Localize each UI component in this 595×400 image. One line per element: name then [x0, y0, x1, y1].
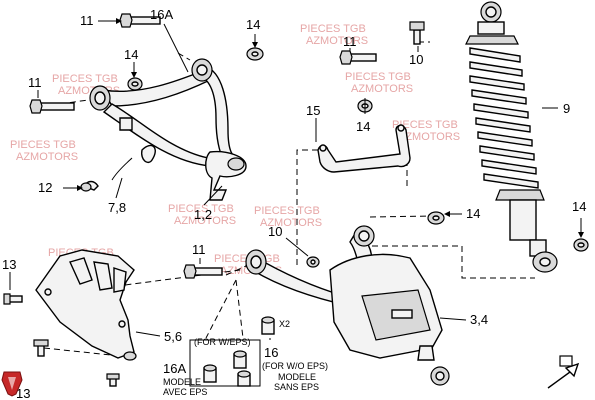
- callout-5-6: 5,6: [164, 329, 182, 344]
- callout-10-top: 10: [409, 52, 423, 67]
- watermarks: PIECES TGB AZMOTORS PIECES TGB AZMOTORS …: [10, 23, 460, 277]
- front-direction-icon: [547, 355, 580, 389]
- callout-7-8: 7,8: [108, 200, 126, 215]
- callout-14-right: 14: [466, 206, 480, 221]
- bolts: [3, 13, 425, 387]
- lower-a-arm: [245, 225, 450, 386]
- note-for-without-eps: (FOR W/O EPS): [262, 361, 328, 371]
- callout-3-4: 3,4: [470, 312, 488, 327]
- watermark-line2: AZMOTORS: [306, 35, 368, 47]
- callout-10-lower: 10: [268, 224, 282, 239]
- bolt-lower-arm: [183, 264, 223, 279]
- bushing-x2: [261, 316, 275, 335]
- callouts: 11 16A 14 11 14 11 10 9 15 14 12 7,8 1,2…: [2, 7, 586, 400]
- callout-11-top: 11: [80, 13, 94, 28]
- watermark-line1: PIECES TGB: [254, 205, 320, 217]
- callout-14-far-right: 14: [572, 199, 586, 214]
- callout-15: 15: [306, 103, 320, 118]
- note-eps-modele: MODELE: [163, 377, 201, 387]
- watermark-line2: AZMOTORS: [174, 215, 236, 227]
- upper-a-arm: [82, 58, 247, 201]
- bolt-small: [106, 373, 120, 387]
- watermark-line1: PIECES TGB: [10, 139, 76, 151]
- bolt-shock-top: [409, 21, 425, 45]
- watermark-line1: PIECES TGB: [52, 73, 118, 85]
- callout-14-left: 14: [124, 47, 138, 62]
- watermark-line2: AZMOTORS: [16, 151, 78, 163]
- callout-11-left: 11: [28, 75, 42, 90]
- watermark-line1: PIECES TGB: [345, 71, 411, 83]
- shock-spring: [469, 47, 539, 189]
- bolt-plate-top: [3, 293, 23, 305]
- watermark-line2: AZMOTORS: [260, 217, 322, 229]
- brand-logo-icon: [1, 371, 23, 397]
- callout-16: 16: [264, 345, 278, 360]
- callout-11-lower: 11: [192, 242, 206, 257]
- nuts: [80, 47, 589, 268]
- callout-11-bracket: 11: [343, 34, 357, 49]
- callout-16a-top: 16A: [150, 7, 173, 22]
- bolt-plate-bottom: [33, 339, 49, 357]
- callout-16a: 16A: [163, 361, 186, 376]
- callout-14-top: 14: [246, 17, 260, 32]
- eps-bushing-box: [189, 339, 261, 387]
- callout-12: 12: [38, 180, 52, 195]
- note-avec-eps: AVEC EPS: [163, 387, 207, 397]
- watermark-line1: PIECES TGB: [168, 203, 234, 215]
- callout-1-2: 1,2: [194, 207, 212, 222]
- eps-notes: X2 (FOR W/EPS) 16A MODELE AVEC EPS (FOR …: [163, 319, 328, 397]
- bolt-left-arm: [29, 99, 75, 114]
- x2-label: X2: [279, 319, 290, 329]
- coil-over-shock: [465, 1, 558, 273]
- leader-lines: [9, 18, 584, 340]
- watermark-line2: AZMOTORS: [398, 131, 460, 143]
- note-for-with-eps: (FOR W/EPS): [194, 337, 251, 347]
- note-no-eps-modele: MODELE: [278, 372, 316, 382]
- watermark-line1: PIECES TGB: [300, 23, 366, 35]
- guard-plate: [35, 249, 137, 361]
- bushing-eps: [203, 350, 251, 387]
- callout-13-bottom: 13: [16, 386, 30, 400]
- bushings: [189, 316, 275, 387]
- bolt-bracket: [339, 50, 377, 65]
- bracket-15: [317, 124, 411, 173]
- callout-9: 9: [563, 101, 570, 116]
- note-sans-eps: SANS EPS: [274, 382, 319, 392]
- watermark-line1: PIECES TGB: [392, 119, 458, 131]
- callout-14-bracket: 14: [356, 119, 370, 134]
- callout-13-top: 13: [2, 257, 16, 272]
- watermark-line2: AZMOTORS: [351, 83, 413, 95]
